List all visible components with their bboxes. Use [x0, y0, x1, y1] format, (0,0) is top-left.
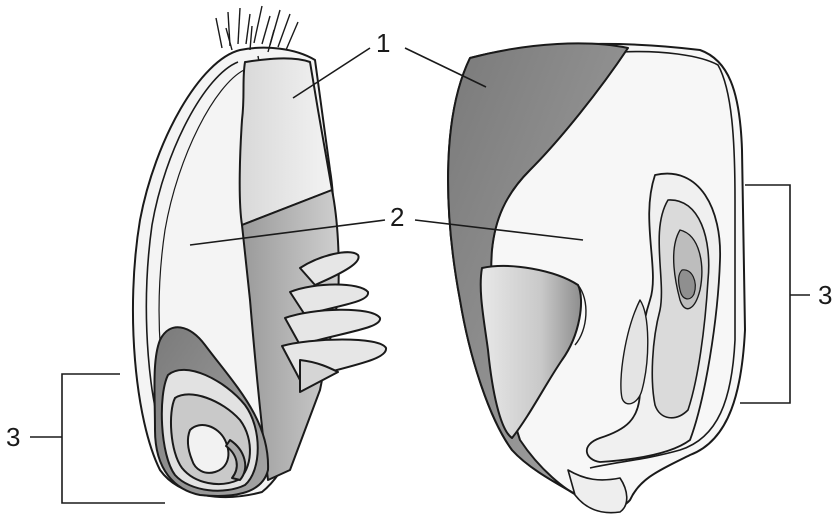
left-seed — [133, 6, 386, 497]
right-seed — [448, 43, 745, 512]
bracket-right — [740, 185, 790, 403]
label-2: 2 — [390, 202, 404, 232]
label-3-left: 3 — [6, 422, 20, 452]
label-3-right: 3 — [818, 280, 832, 310]
label-1: 1 — [376, 28, 390, 58]
